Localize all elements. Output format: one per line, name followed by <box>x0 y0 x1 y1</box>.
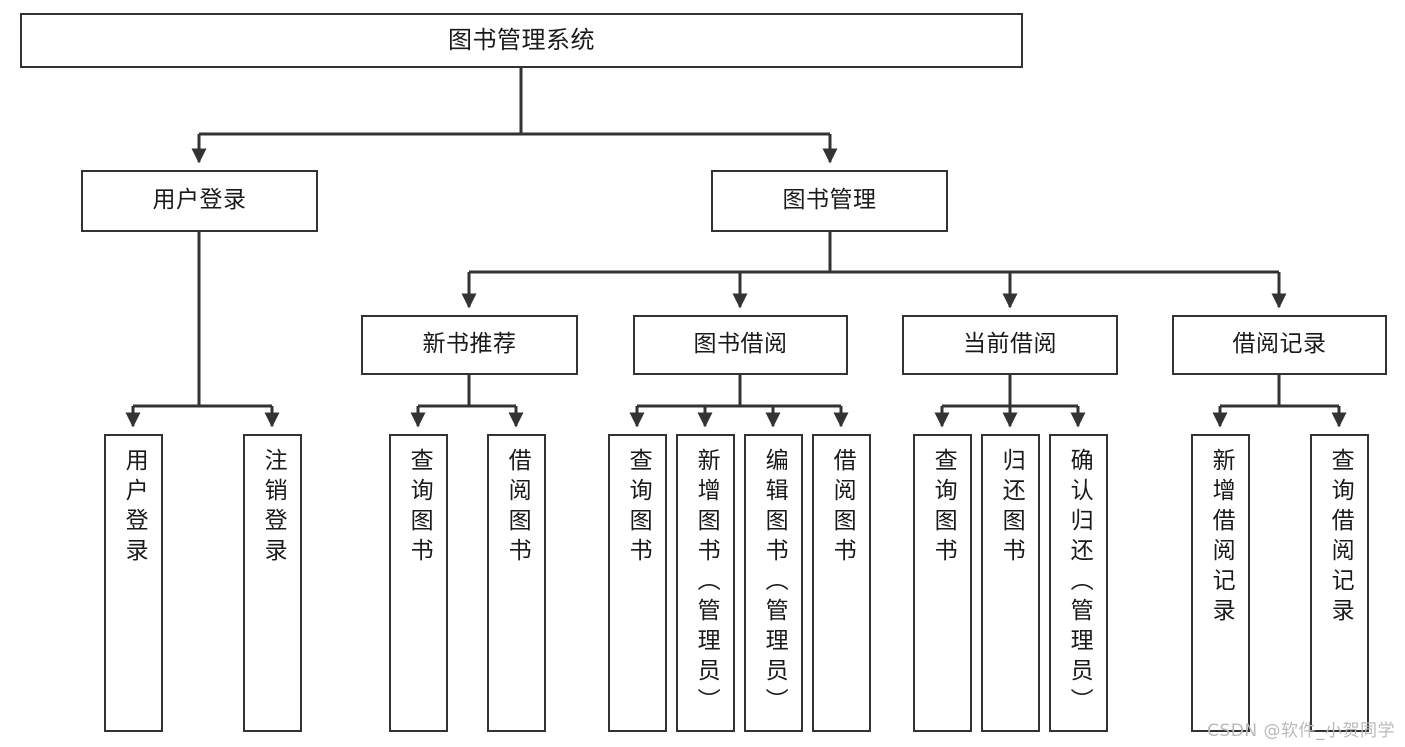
node-user-login-label: 用户登录 <box>152 187 247 214</box>
node-leaf-borrow-book-1-label: 借阅图书 <box>504 448 531 568</box>
node-user-login[interactable]: 用户登录 <box>81 170 318 232</box>
node-leaf-confirm-return[interactable]: 确认归还（管理员） <box>1049 434 1108 732</box>
node-leaf-confirm-return-label: 确认归还（管理员） <box>1066 448 1093 718</box>
node-leaf-add-book[interactable]: 新增图书（管理员） <box>676 434 735 732</box>
node-leaf-borrow-book-2-label: 借阅图书 <box>829 448 856 568</box>
node-leaf-query-record[interactable]: 查询借阅记录 <box>1310 434 1369 732</box>
node-book-borrow[interactable]: 图书借阅 <box>633 315 848 375</box>
node-root[interactable]: 图书管理系统 <box>20 13 1023 68</box>
node-root-label: 图书管理系统 <box>448 26 595 55</box>
node-borrow-record-label: 借阅记录 <box>1232 331 1327 358</box>
node-borrow-record[interactable]: 借阅记录 <box>1172 315 1387 375</box>
node-leaf-edit-book[interactable]: 编辑图书（管理员） <box>744 434 803 732</box>
node-leaf-borrow-book-1[interactable]: 借阅图书 <box>487 434 546 732</box>
node-leaf-query-record-label: 查询借阅记录 <box>1327 448 1354 628</box>
watermark-text: CSDN @软件_小贺同学 <box>1207 721 1395 741</box>
node-book-manage-label: 图书管理 <box>782 187 877 214</box>
node-new-book-rec[interactable]: 新书推荐 <box>361 315 578 375</box>
node-leaf-user-login-label: 用户登录 <box>121 448 148 568</box>
node-new-book-rec-label: 新书推荐 <box>422 331 517 358</box>
node-leaf-query-book-1-label: 查询图书 <box>406 448 433 568</box>
node-book-borrow-label: 图书借阅 <box>693 331 788 358</box>
node-leaf-add-book-label: 新增图书（管理员） <box>693 448 720 718</box>
node-leaf-query-book-2-label: 查询图书 <box>625 448 652 568</box>
node-current-borrow-label: 当前借阅 <box>963 331 1057 358</box>
node-leaf-return-book-label: 归还图书 <box>998 448 1025 568</box>
node-leaf-query-book-1[interactable]: 查询图书 <box>389 434 448 732</box>
node-leaf-user-logout-label: 注销登录 <box>260 448 287 568</box>
node-leaf-add-record-label: 新增借阅记录 <box>1208 448 1235 628</box>
node-leaf-return-book[interactable]: 归还图书 <box>981 434 1040 732</box>
node-leaf-query-book-3[interactable]: 查询图书 <box>913 434 972 732</box>
node-leaf-user-logout[interactable]: 注销登录 <box>243 434 302 732</box>
node-leaf-add-record[interactable]: 新增借阅记录 <box>1191 434 1250 732</box>
node-current-borrow[interactable]: 当前借阅 <box>902 315 1118 375</box>
node-leaf-borrow-book-2[interactable]: 借阅图书 <box>812 434 871 732</box>
node-leaf-query-book-2[interactable]: 查询图书 <box>608 434 667 732</box>
node-leaf-query-book-3-label: 查询图书 <box>930 448 957 568</box>
node-book-manage[interactable]: 图书管理 <box>711 170 948 232</box>
node-leaf-user-login[interactable]: 用户登录 <box>104 434 163 732</box>
node-leaf-edit-book-label: 编辑图书（管理员） <box>761 448 788 718</box>
